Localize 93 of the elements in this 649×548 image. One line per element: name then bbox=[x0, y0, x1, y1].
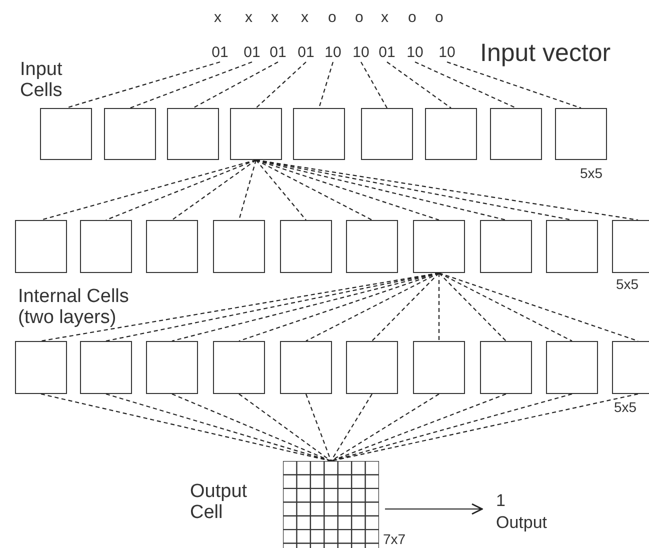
cell-box bbox=[346, 341, 398, 394]
dashed-connection-line bbox=[256, 62, 306, 108]
symbol-text: o bbox=[435, 10, 444, 26]
symbol-text: x bbox=[271, 10, 278, 26]
bit-pair-text: 10 bbox=[438, 44, 456, 62]
dashed-connection-line bbox=[256, 159, 440, 221]
dashed-connection-line bbox=[330, 393, 506, 462]
dashed-connection-line bbox=[256, 160, 306, 220]
dashed-connection-line bbox=[372, 272, 440, 342]
output-grid bbox=[283, 461, 379, 548]
symbol-text: x bbox=[301, 10, 308, 26]
dashed-connection-line bbox=[414, 62, 516, 108]
dashed-connection-line bbox=[172, 160, 256, 220]
size-label: 5x5 bbox=[580, 166, 603, 182]
dashed-connection-line bbox=[238, 272, 440, 342]
dashed-connection-line bbox=[330, 393, 572, 462]
dashed-connection-line bbox=[438, 272, 506, 342]
size-label: 7x7 bbox=[383, 532, 406, 548]
bit-pair-text: 01 bbox=[242, 44, 262, 62]
cell-box bbox=[480, 220, 532, 273]
dashed-connection-line bbox=[66, 61, 220, 109]
cell-box bbox=[213, 341, 265, 394]
dashed-connection-line bbox=[330, 394, 372, 462]
bit-pair-text: 01 bbox=[378, 44, 396, 62]
cell-box bbox=[612, 341, 649, 394]
cell-box bbox=[40, 108, 92, 160]
symbol-text: x bbox=[381, 10, 388, 26]
dashed-connection-line bbox=[40, 393, 332, 462]
dashed-connection-line bbox=[106, 393, 332, 462]
dashed-connection-line bbox=[306, 272, 440, 342]
dashed-connection-line bbox=[256, 159, 572, 221]
dashed-connection-line bbox=[40, 159, 256, 221]
arrow bbox=[385, 503, 483, 515]
dashed-connection-line bbox=[238, 394, 332, 462]
dashed-connection-line bbox=[238, 160, 257, 220]
cell-box bbox=[413, 341, 465, 394]
cell-box bbox=[80, 341, 132, 394]
symbol-text: x bbox=[245, 10, 252, 26]
title-text: Input vector bbox=[480, 40, 611, 68]
bit-pair-text: 10 bbox=[406, 44, 424, 62]
cell-box bbox=[146, 220, 198, 273]
bit-pair-text: 01 bbox=[210, 44, 230, 62]
cell-box bbox=[280, 341, 332, 394]
size-label: 5x5 bbox=[616, 277, 639, 292]
dashed-connection-line bbox=[305, 394, 332, 462]
dashed-connection-line bbox=[438, 272, 572, 342]
dashed-connection-line bbox=[130, 61, 252, 109]
cell-box bbox=[555, 108, 607, 160]
cell-box bbox=[546, 341, 598, 394]
symbol-text: o bbox=[328, 10, 336, 26]
cell-box bbox=[293, 108, 345, 160]
dashed-connection-line bbox=[330, 394, 440, 462]
cell-box bbox=[346, 220, 398, 273]
output-count-text: 1 bbox=[496, 490, 506, 512]
cell-box bbox=[361, 108, 413, 160]
bit-pair-text: 10 bbox=[352, 44, 370, 62]
dashed-connection-line bbox=[256, 160, 372, 220]
bit-pair-text: 10 bbox=[324, 44, 342, 62]
cell-box bbox=[280, 220, 332, 273]
bit-pair-text: 01 bbox=[296, 44, 316, 62]
size-label: 5x5 bbox=[614, 400, 637, 416]
cell-box bbox=[230, 108, 282, 160]
cell-box bbox=[546, 220, 598, 273]
dashed-connection-line bbox=[330, 393, 638, 462]
dashed-connection-line bbox=[106, 159, 256, 221]
dashed-connection-line bbox=[438, 273, 440, 341]
bit-pair-text: 01 bbox=[268, 44, 288, 62]
dashed-connection-line bbox=[172, 272, 440, 342]
cell-box bbox=[480, 341, 532, 394]
dashed-connection-line bbox=[446, 61, 582, 109]
symbol-text: o bbox=[408, 10, 416, 26]
output-text: Output bbox=[496, 512, 548, 534]
layer-label: Output Cell bbox=[190, 482, 248, 524]
layer-label: Internal Cells (two layers) bbox=[18, 287, 130, 329]
cell-box bbox=[167, 108, 219, 160]
cell-box bbox=[104, 108, 156, 160]
dashed-connection-line bbox=[386, 62, 452, 108]
cell-box bbox=[146, 341, 198, 394]
cell-box bbox=[413, 220, 465, 273]
dashed-connection-line bbox=[318, 62, 334, 108]
dashed-connection-line bbox=[360, 62, 388, 108]
cell-box bbox=[80, 220, 132, 273]
layer-label: Input Cells bbox=[20, 60, 64, 102]
symbol-text: x bbox=[214, 10, 222, 26]
cell-box bbox=[425, 108, 477, 160]
cell-box bbox=[213, 220, 265, 273]
symbol-text: o bbox=[355, 10, 364, 26]
dashed-connection-line bbox=[192, 62, 278, 108]
cell-box bbox=[15, 220, 67, 273]
cell-box bbox=[490, 108, 542, 160]
cell-box bbox=[15, 341, 67, 394]
cell-box bbox=[612, 220, 649, 273]
dashed-connection-line bbox=[172, 394, 332, 462]
